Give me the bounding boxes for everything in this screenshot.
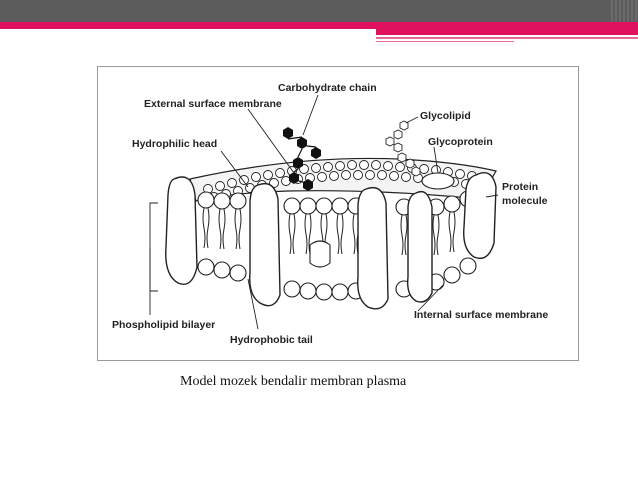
slide-accent-line (376, 37, 638, 39)
label-phospholipid-bilayer: Phospholipid bilayer (112, 319, 215, 331)
carbohydrate-chain-icon (283, 127, 321, 191)
label-hydrophobic-tail: Hydrophobic tail (230, 334, 313, 346)
hydrophobic-tails (202, 206, 472, 256)
glycoprotein-icon (421, 172, 455, 190)
label-leader-lines (149, 94, 499, 330)
slide-accent-band-right (376, 29, 638, 35)
label-internal-surface-membrane: Internal surface membrane (414, 309, 548, 321)
channel-protein (309, 240, 331, 268)
integral-proteins (165, 172, 497, 310)
slide-accent-band (0, 22, 638, 29)
figure-caption: Model mozek bendalir membran plasma (180, 374, 407, 389)
slide-accent-line-short (376, 41, 514, 42)
membrane-diagram: Carbohydrate chain External surface memb… (112, 82, 548, 346)
label-hydrophilic-head: Hydrophilic head (132, 138, 217, 150)
label-carbohydrate-chain: Carbohydrate chain (278, 82, 377, 94)
label-glycoprotein: Glycoprotein (428, 136, 493, 148)
membrane-diagram-figure: Carbohydrate chain External surface memb… (97, 66, 579, 361)
carbohydrate-chain-links (287, 136, 317, 183)
label-glycolipid: Glycolipid (420, 110, 471, 122)
label-protein: Protein (502, 181, 538, 193)
header-stripes-decoration (611, 0, 637, 22)
slide-header-bar (0, 0, 638, 22)
label-external-surface-membrane: External surface membrane (144, 98, 282, 110)
glycolipid-chain-icon (385, 120, 421, 177)
label-molecule: molecule (502, 195, 548, 207)
